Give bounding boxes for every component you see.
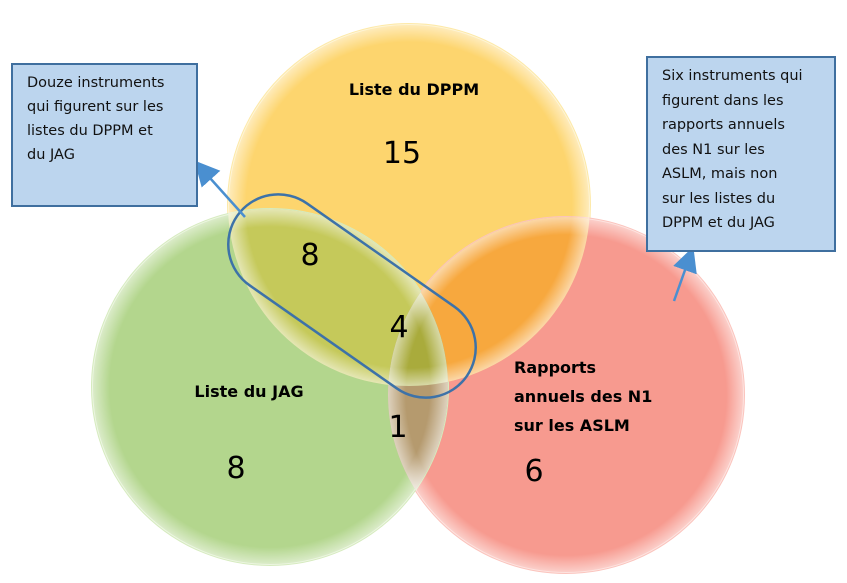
rim-n1 xyxy=(388,217,744,573)
callout-line: sur les listes du xyxy=(662,190,776,207)
set-label-jag: Liste du JAG xyxy=(194,382,303,401)
set-label-dppm: Liste du DPPM xyxy=(349,80,479,99)
callout-line: Six instruments qui xyxy=(662,68,803,84)
arrow-left-callout xyxy=(194,160,246,218)
callout-n1-only: Six instruments qui figurent dans les ra… xyxy=(646,56,836,252)
arrow-right-callout xyxy=(672,246,697,302)
set-label-n1-line1: Rapports xyxy=(514,358,596,377)
callout-line: ASLM, mais non xyxy=(662,166,778,182)
callout-line: rapports annuels xyxy=(662,117,785,133)
set-label-n1-line2: annuels des N1 xyxy=(514,387,652,406)
count-all-three: 4 xyxy=(389,310,408,345)
callout-line: figurent dans les xyxy=(662,92,784,109)
callout-line: listes du DPPM et xyxy=(27,123,153,139)
count-jag-n1: 1 xyxy=(388,410,407,445)
callout-line: du JAG xyxy=(27,147,75,163)
callout-line: Douze instruments xyxy=(27,75,165,91)
callout-line: qui figurent sur les xyxy=(27,99,164,115)
callout-dppm-jag: Douze instruments qui figurent sur les l… xyxy=(11,63,198,207)
callout-line: des N1 sur les xyxy=(662,141,765,158)
rim-jag xyxy=(92,209,448,565)
set-label-n1-line3: sur les ASLM xyxy=(514,416,630,435)
count-dppm-jag: 8 xyxy=(300,238,319,273)
count-n1-only: 6 xyxy=(524,454,543,489)
count-dppm-only: 15 xyxy=(383,136,421,171)
callout-line: DPPM et du JAG xyxy=(662,215,775,231)
highlight-outline-dppm-jag xyxy=(227,193,477,399)
count-jag-only: 8 xyxy=(226,451,245,486)
